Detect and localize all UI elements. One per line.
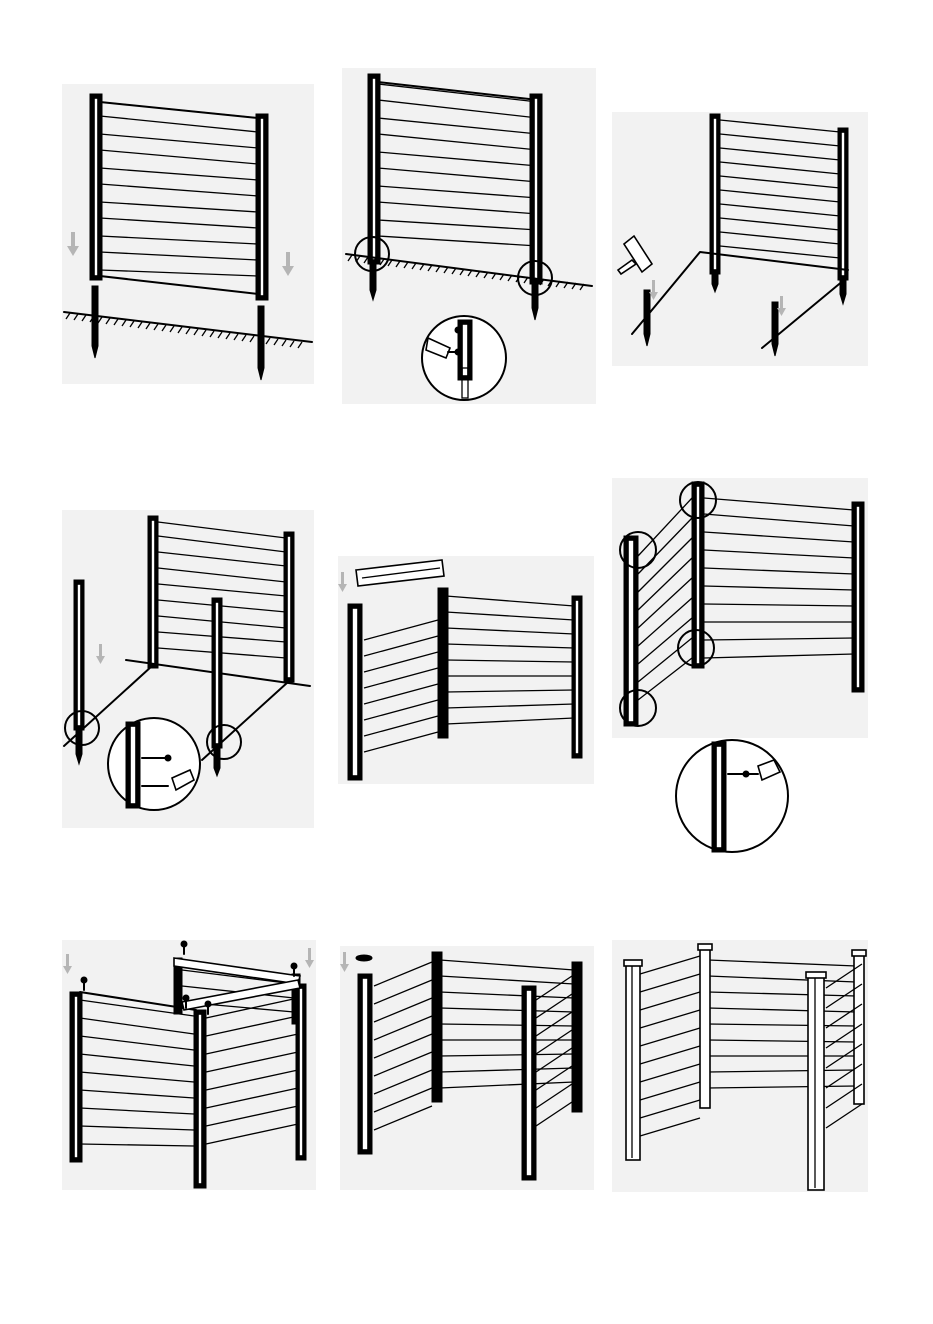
step-3-illustration (612, 112, 868, 366)
step-5-illustration (338, 556, 594, 784)
step-1-illustration (62, 84, 314, 384)
step-9-illustration (612, 940, 868, 1192)
step-6-connect-corner (612, 478, 868, 860)
step-9-finished-enclosure (612, 940, 868, 1192)
detail-screw-closeup (108, 718, 200, 810)
detail-screw-closeup (676, 740, 788, 852)
post-cap-icon (356, 955, 372, 961)
screw-icon (165, 755, 171, 761)
step-8-illustration (340, 946, 594, 1190)
step-8-post-caps (340, 946, 594, 1190)
step-5-insert-slats (338, 556, 594, 784)
step-4-illustration (62, 510, 314, 828)
step-6-illustration (612, 478, 868, 860)
detail-screw-closeup (422, 316, 506, 400)
step-1-panel-onto-stakes (62, 84, 314, 384)
step-2-screw-post-to-stake (342, 68, 596, 404)
step-4-add-side-posts (62, 510, 314, 828)
step-7-top-rails (62, 940, 316, 1190)
step-3-hammer-stakes (612, 112, 868, 366)
screw-icon (743, 771, 749, 777)
step-7-illustration (62, 940, 316, 1190)
step-2-illustration (342, 68, 596, 404)
